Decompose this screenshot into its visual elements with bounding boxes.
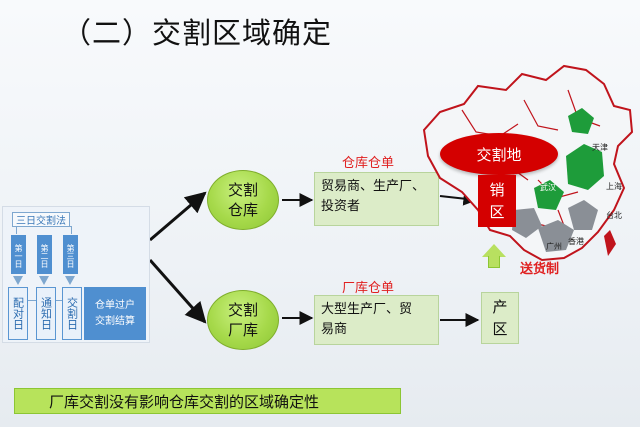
step-match-day: 配对日 xyxy=(8,287,28,340)
parties-line-1: 贸易商、生产厂、 xyxy=(321,179,426,194)
circle-line-1: 交割 xyxy=(227,301,258,319)
factory-receipt-label: 厂库仓单 xyxy=(342,281,395,296)
step-delivery-day: 交割日 xyxy=(62,287,82,340)
delivery-system-label: 送货制 xyxy=(520,262,560,277)
sales-line-1: 销 xyxy=(489,181,505,199)
factory-delivery-circle: 交割 厂库 xyxy=(207,290,279,350)
map-label-hongkong: 香港 xyxy=(568,237,584,246)
circle-line-1: 交割 xyxy=(227,181,258,199)
arrow-to-factory xyxy=(148,259,207,324)
production-line-1: 产 xyxy=(492,298,508,316)
sales-line-2: 区 xyxy=(489,203,505,221)
circle-line-2: 厂库 xyxy=(227,321,258,339)
map-label-tianjin: 天津 xyxy=(592,143,608,152)
up-arrow-icon xyxy=(482,244,506,257)
up-arrow-stem xyxy=(488,256,500,268)
panel-bracket xyxy=(16,226,72,234)
down-arrow-icon xyxy=(65,276,75,285)
settle-line-1: 仓单过户 xyxy=(95,299,135,311)
page-title: （二）交割区域确定 xyxy=(62,16,333,50)
bottom-note: 厂库交割没有影响仓库交割的区域确定性 xyxy=(14,388,401,414)
delivery-place-oval: 交割地 xyxy=(440,133,558,175)
production-line-2: 区 xyxy=(492,320,508,338)
warehouse-delivery-circle: 交割 仓库 xyxy=(207,170,279,230)
step-connector xyxy=(56,300,66,320)
factory-parties-box: 大型生产厂、贸 易商 xyxy=(314,295,439,345)
settle-line-2: 交割结算 xyxy=(95,315,135,327)
map-label-taipei: 台北 xyxy=(606,211,622,220)
warehouse-receipt-label: 仓库仓单 xyxy=(342,156,395,171)
parties-line-2: 易商 xyxy=(321,322,348,337)
down-arrow-icon xyxy=(39,276,49,285)
day-box-1: 第一日 xyxy=(11,235,26,274)
sales-area-box: 销 区 xyxy=(478,175,516,227)
arrow-to-warehouse xyxy=(149,191,207,242)
warehouse-parties-box: 贸易商、生产厂、 投资者 xyxy=(314,172,439,226)
circle-line-2: 仓库 xyxy=(227,201,258,219)
day-box-2: 第二日 xyxy=(37,235,52,274)
step-notice-day: 通知日 xyxy=(36,287,56,340)
three-day-title: 三日交割法 xyxy=(12,212,70,227)
day-box-3: 第三日 xyxy=(63,235,78,274)
down-arrow-icon xyxy=(13,276,23,285)
map-label-wuhan: 武汉 xyxy=(540,183,556,192)
parties-line-2: 投资者 xyxy=(321,199,361,214)
map-label-shanghai: 上海 xyxy=(606,182,622,191)
map-label-guangzhou: 广州 xyxy=(546,242,562,251)
step-connector xyxy=(28,300,38,320)
parties-line-1: 大型生产厂、贸 xyxy=(321,302,413,317)
production-area-box: 产 区 xyxy=(481,292,519,344)
settlement-box: 仓单过户 交割结算 xyxy=(84,287,146,340)
